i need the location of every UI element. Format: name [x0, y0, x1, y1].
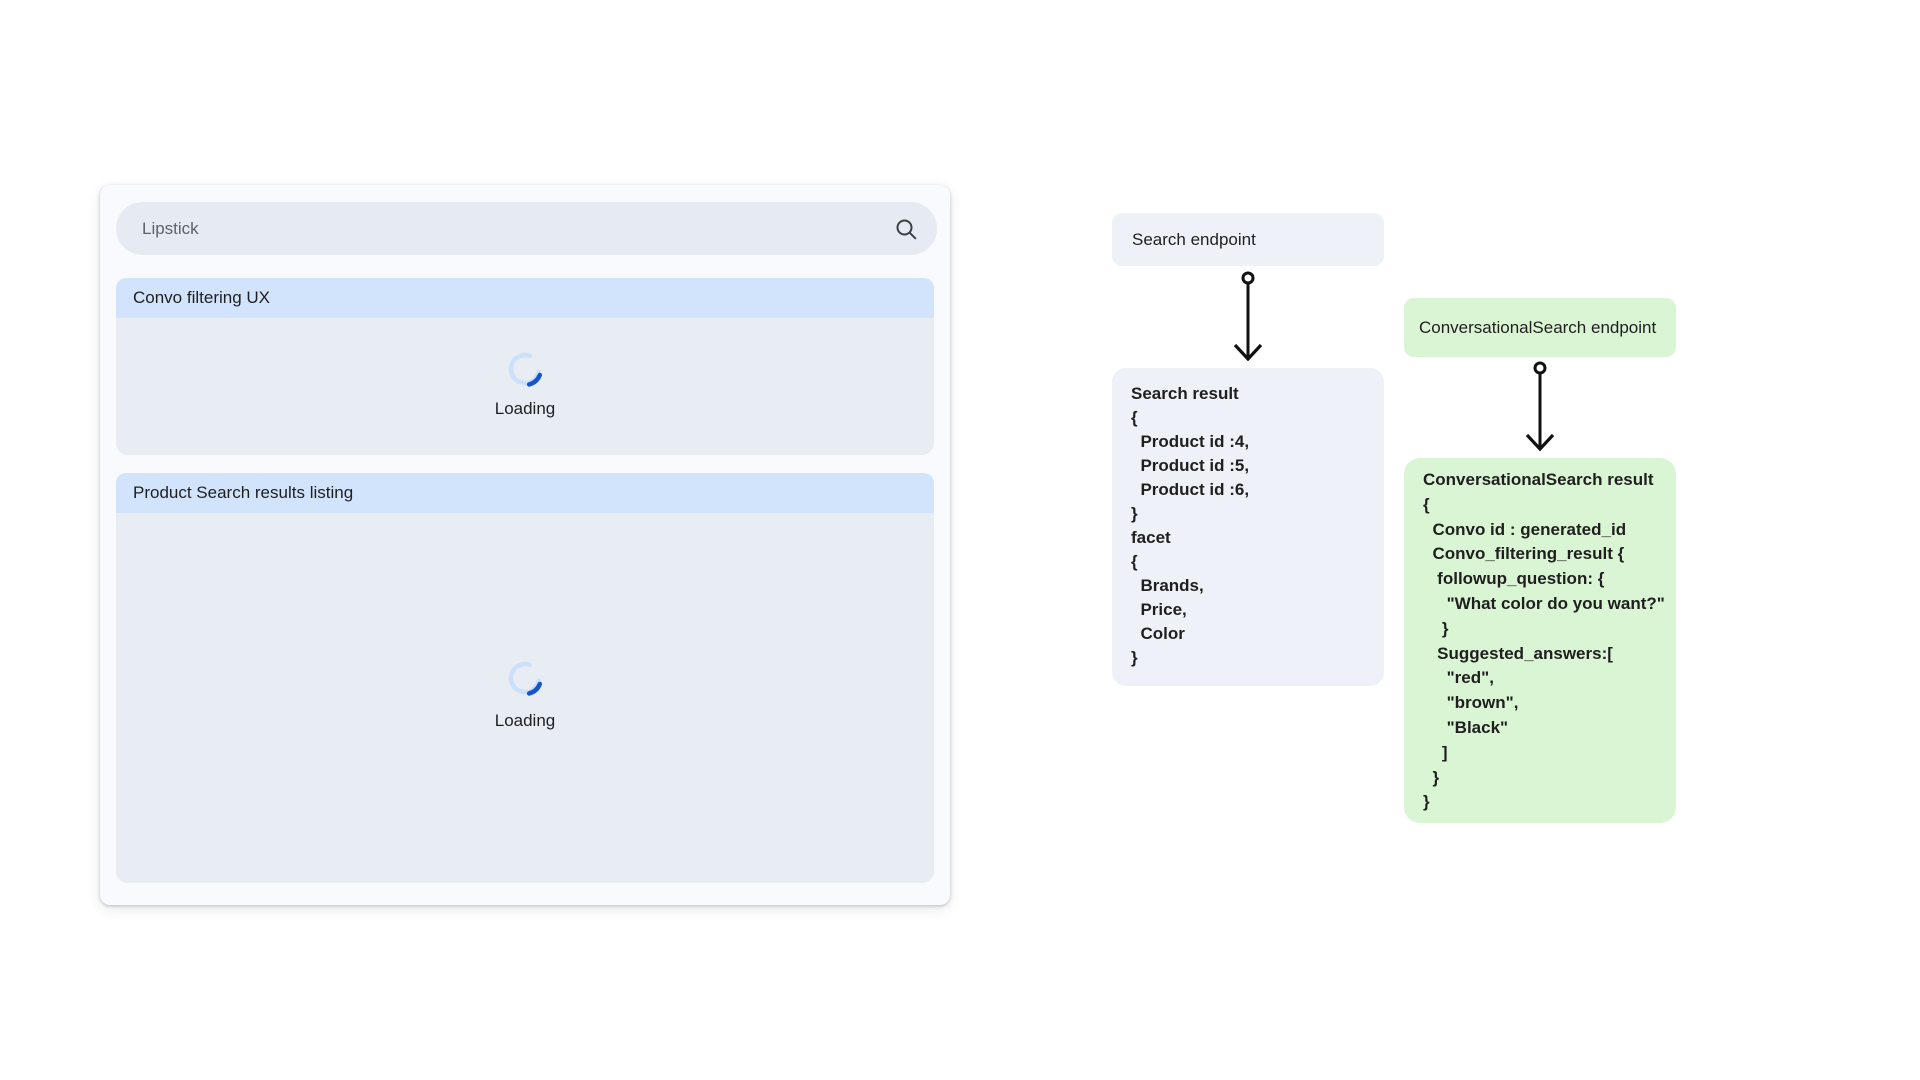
flow-node-conversational-search-result: ConversationalSearch result { Convo id : … — [1404, 458, 1676, 823]
code-line: Brands, — [1131, 576, 1204, 595]
convo-filtering-panel-body: Loading — [116, 318, 934, 455]
flow-node-search-endpoint: Search endpoint — [1112, 213, 1384, 266]
flow-node-search-result: Search result { Product id :4, Product id… — [1112, 368, 1384, 686]
arrow-down-icon — [1525, 361, 1555, 452]
code-line: } — [1423, 767, 1440, 787]
section-header-convo-filtering-ux: Convo filtering UX — [116, 278, 934, 318]
code-line: Suggested_answers:[ — [1423, 643, 1613, 663]
code-line: } — [1131, 504, 1138, 523]
section-title: Product Search results listing — [133, 483, 354, 502]
flow-node-conversational-search-endpoint: ConversationalSearch endpoint — [1404, 298, 1676, 357]
search-bar[interactable]: Lipstick — [116, 202, 937, 255]
code-line: Product id :4, — [1131, 432, 1250, 451]
product-results-panel-body: Loading — [116, 513, 934, 883]
section-header-product-search-results-listing: Product Search results listing — [116, 473, 934, 513]
search-ui-mock-card: Lipstick Convo filtering UX Loading — [100, 185, 950, 905]
code-line: "brown", — [1423, 693, 1519, 713]
code-line: } — [1423, 792, 1430, 812]
product-search-results-section: Product Search results listing Loading — [116, 473, 934, 883]
code-line: Convo id : generated_id — [1423, 519, 1627, 539]
convo-filtering-section: Convo filtering UX Loading — [116, 278, 934, 455]
arrow-down-icon — [1233, 271, 1263, 362]
code-line: "What color do you want?" — [1423, 593, 1665, 613]
code-line: } — [1131, 648, 1138, 667]
search-icon[interactable] — [894, 217, 918, 241]
code-line: Product id :5, — [1131, 456, 1250, 475]
loading-indicator: Loading — [116, 658, 934, 731]
code-line: followup_question: { — [1423, 569, 1605, 589]
flow-node-label: ConversationalSearch endpoint — [1419, 317, 1657, 337]
loading-indicator: Loading — [116, 349, 934, 419]
section-title: Convo filtering UX — [133, 288, 271, 307]
code-line: ] — [1423, 742, 1448, 762]
code-line: { — [1131, 408, 1138, 427]
code-line: Price, — [1131, 600, 1187, 619]
spinner-icon — [508, 661, 543, 696]
code-line: ConversationalSearch result — [1423, 470, 1654, 489]
loading-label: Loading — [494, 711, 556, 730]
code-line: Convo_filtering_result { — [1423, 544, 1625, 564]
code-line: facet — [1131, 528, 1171, 547]
code-line: "red", — [1423, 668, 1494, 688]
code-line: Search result — [1131, 384, 1239, 403]
code-line: { — [1423, 494, 1430, 514]
flow-node-label: Search endpoint — [1132, 229, 1256, 249]
code-line: Color — [1131, 624, 1185, 643]
code-line: } — [1423, 618, 1449, 638]
loading-label: Loading — [494, 399, 556, 418]
code-line: { — [1131, 552, 1138, 571]
code-line: Product id :6, — [1131, 480, 1250, 499]
search-input-value[interactable]: Lipstick — [142, 218, 199, 238]
spinner-icon — [508, 352, 543, 387]
code-line: "Black" — [1423, 717, 1509, 737]
